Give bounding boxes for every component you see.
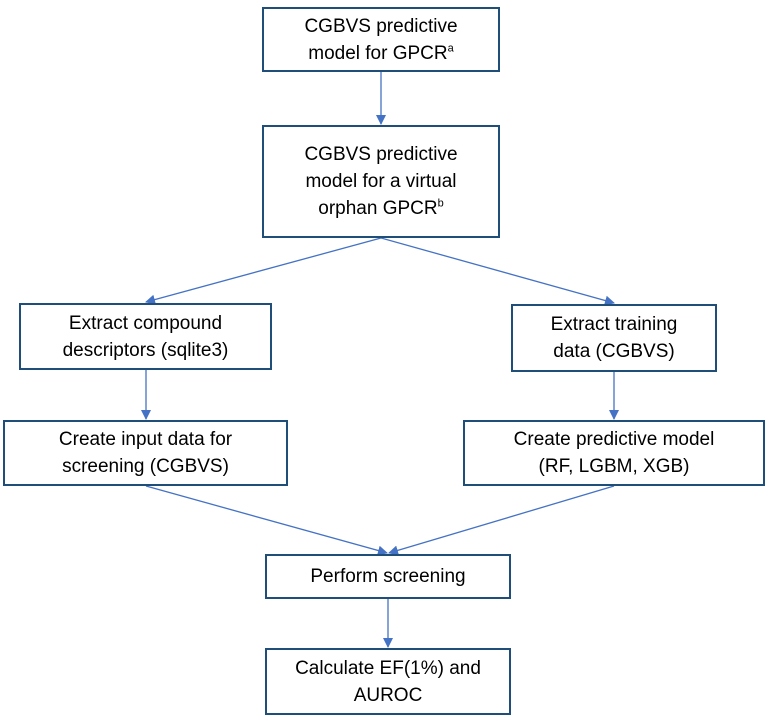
node-gpcr-model-line2-wrap: model for GPCRa (308, 40, 454, 67)
node-virtual-orphan-line3-wrap: orphan GPCRb (318, 195, 443, 222)
node-virtual-orphan-line2: model for a virtual (305, 171, 457, 192)
arrow-orphan-to-extract-training (380, 237, 615, 306)
node-virtual-orphan-line3: orphan GPCR (318, 198, 438, 219)
node-create-input-line2: screening (CGBVS) (62, 456, 229, 477)
node-create-model: Create predictive model (RF, LGBM, XGB) (463, 420, 765, 486)
node-create-model-line1: Create predictive model (513, 429, 715, 450)
arrow-input-to-screening (145, 485, 388, 556)
footnote-b: b (437, 197, 444, 210)
node-perform-screening-line1: Perform screening (310, 566, 466, 587)
node-gpcr-model-line1: CGBVS predictive (304, 15, 458, 37)
node-create-input-line1: Create input data for (58, 429, 233, 450)
node-perform-screening: Perform screening (265, 554, 511, 599)
node-create-input: Create input data for screening (CGBVS) (3, 420, 288, 486)
node-extract-training: Extract training data (CGBVS) (511, 304, 717, 372)
node-extract-descriptors-line2: descriptors (sqlite3) (62, 339, 229, 361)
node-create-model-line2: (RF, LGBM, XGB) (538, 456, 690, 477)
node-virtual-orphan-model: CGBVS predictive model for a virtual orp… (262, 125, 500, 238)
node-virtual-orphan-line1: CGBVS predictive (304, 144, 458, 165)
node-calculate-line1: Calculate EF(1%) and (295, 657, 481, 679)
node-gpcr-model: CGBVS predictive model for GPCRa (262, 7, 500, 72)
node-extract-training-line1: Extract training (550, 314, 678, 335)
node-extract-descriptors: Extract compound descriptors (sqlite3) (19, 303, 272, 370)
footnote-a: a (447, 42, 454, 55)
arrow-model-to-screening (388, 485, 615, 556)
node-extract-training-line2: data (CGBVS) (553, 341, 675, 362)
node-extract-descriptors-line1: Extract compound (68, 312, 223, 334)
node-gpcr-model-line2: model for GPCR (308, 42, 448, 64)
arrow-orphan-to-extract-descriptors (145, 237, 382, 305)
node-calculate: Calculate EF(1%) and AUROC (265, 648, 511, 715)
node-calculate-line2: AUROC (353, 684, 423, 706)
